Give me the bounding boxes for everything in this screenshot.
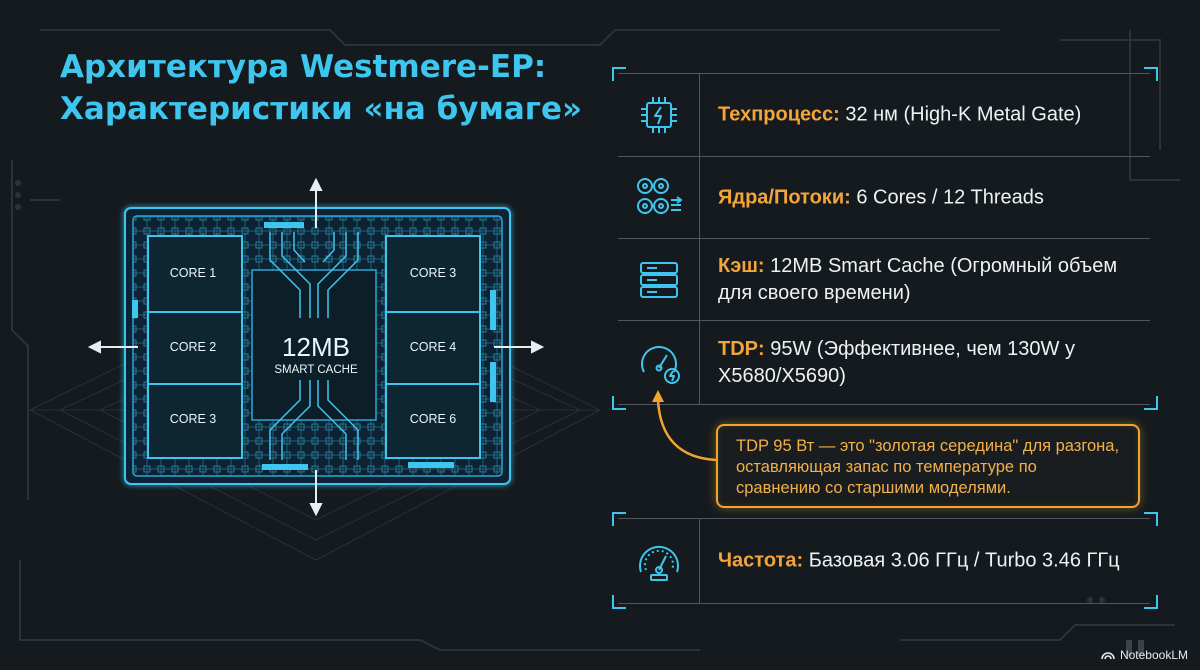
spec-row-tdp: TDP: 95W (Эффективнее, чем 130W у X5680/…: [618, 321, 1150, 404]
core-label-6: CORE 6: [410, 412, 457, 426]
speedometer-icon: [618, 519, 700, 603]
spec-cores-text: Ядра/Потоки: 6 Cores / 12 Threads: [718, 184, 1136, 211]
bracket-bottom-right: [1144, 396, 1158, 410]
spec-table: Техпроцесс: 32 нм (High-K Metal Gate) Яд…: [618, 73, 1150, 405]
spec-cores-key: Ядра/Потоки:: [718, 186, 851, 208]
frequency-key: Частота:: [718, 549, 804, 572]
core-label-1: CORE 1: [170, 266, 217, 280]
cpu-bolt-icon: [618, 74, 700, 156]
spec-cache-value: 12MB Smart Cache (Огромный объем для сво…: [718, 254, 1118, 304]
core-label-5: CORE 4: [410, 340, 457, 354]
freq-bracket-bottom-left: [612, 595, 626, 609]
frequency-value: Базовая 3.06 ГГц / Turbo 3.46 ГГц: [803, 549, 1120, 572]
cache-stack-icon: [618, 239, 700, 320]
bracket-top-left: [612, 67, 626, 81]
spec-row-process: Техпроцесс: 32 нм (High-K Metal Gate): [618, 74, 1150, 157]
core-label-4: CORE 3: [410, 266, 457, 280]
freq-bracket-top-right: [1144, 512, 1158, 526]
spec-row-cache: Кэш: 12MB Smart Cache (Огромный объем дл…: [618, 239, 1150, 321]
cache-size: 12MB: [282, 332, 350, 362]
spec-tdp-value: 95W (Эффективнее, чем 130W у X5680/X5690…: [718, 337, 1075, 387]
spec-cache-key: Кэш:: [718, 254, 765, 277]
title-line-1: Архитектура Westmere-EP:: [60, 49, 547, 85]
frequency-box: Частота: Базовая 3.06 ГГц / Turbo 3.46 Г…: [618, 518, 1150, 604]
freq-bracket-top-left: [612, 512, 626, 526]
title-line-2: Характеристики «на бумаге»: [60, 91, 583, 127]
core-label-3: CORE 3: [170, 412, 217, 426]
callout-arrow: [652, 390, 717, 462]
processor-die-diagram: CORE 1 CORE 2 CORE 3 CORE 3 CORE 4 CORE …: [28, 177, 600, 561]
gauge-power-icon: [618, 321, 700, 404]
cache-label: SMART CACHE: [274, 364, 358, 376]
cores-threads-icon: [618, 157, 700, 238]
notebooklm-logo-icon: [1101, 652, 1115, 660]
notebooklm-logo: NotebookLM: [1101, 648, 1188, 662]
freq-bracket-bottom-right: [1144, 595, 1158, 609]
bracket-top-right: [1144, 67, 1158, 81]
frequency-text: Частота: Базовая 3.06 ГГц / Turbo 3.46 Г…: [718, 548, 1136, 575]
spec-tdp-text: TDP: 95W (Эффективнее, чем 130W у X5680/…: [718, 336, 1136, 390]
spec-tdp-key: TDP:: [718, 337, 765, 360]
spec-process-text: Техпроцесс: 32 нм (High-K Metal Gate): [718, 102, 1136, 129]
bracket-bottom-left: [612, 396, 626, 410]
page-title: Архитектура Westmere-EP: Характеристики …: [60, 46, 620, 130]
spec-process-value: 32 нм (High-K Metal Gate): [839, 103, 1082, 126]
tdp-callout: TDP 95 Вт — это "золотая середина" для р…: [716, 424, 1140, 508]
core-label-2: CORE 2: [170, 340, 217, 354]
spec-process-key: Техпроцесс:: [718, 103, 840, 126]
logo-text: NotebookLM: [1119, 648, 1188, 662]
spec-row-cores: Ядра/Потоки: 6 Cores / 12 Threads: [618, 157, 1150, 239]
spec-cores-value: 6 Cores / 12 Threads: [850, 186, 1044, 208]
spec-cache-text: Кэш: 12MB Smart Cache (Огромный объем дл…: [718, 253, 1136, 307]
